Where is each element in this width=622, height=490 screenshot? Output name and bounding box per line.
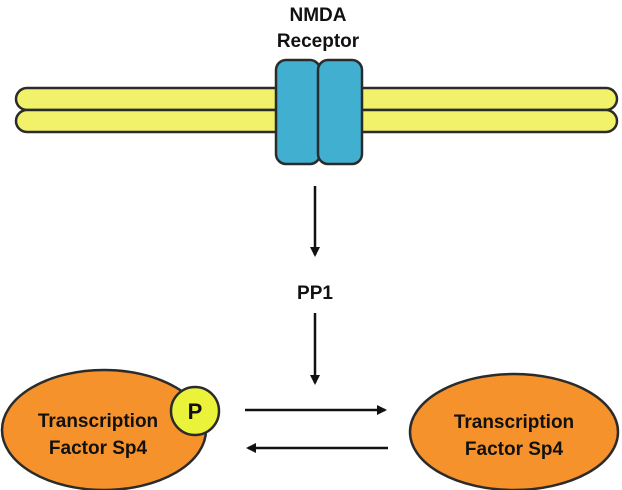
phosphate-group-icon (169, 385, 221, 437)
factor-left-label-line2: Factor Sp4 (49, 438, 148, 459)
phosphorylated-sp4: Transcription Factor Sp4 P (0, 368, 221, 490)
factor-ellipse-right (408, 372, 620, 490)
factor-right-label-line1: Transcription (454, 412, 574, 433)
dephosphorylated-sp4: Transcription Factor Sp4 (408, 372, 620, 490)
factor-right-label-line2: Factor Sp4 (465, 439, 564, 460)
receptor-subunit-left (274, 58, 322, 166)
receptor-label-line2: Receptor (277, 31, 360, 52)
factor-left-label-line1: Transcription (38, 411, 158, 432)
receptor-subunit-right (316, 58, 364, 166)
pp1-label: PP1 (297, 283, 333, 304)
nmda-receptor (274, 58, 364, 166)
receptor-label-line1: NMDA (290, 5, 347, 26)
phosphate-label: P (188, 399, 203, 424)
